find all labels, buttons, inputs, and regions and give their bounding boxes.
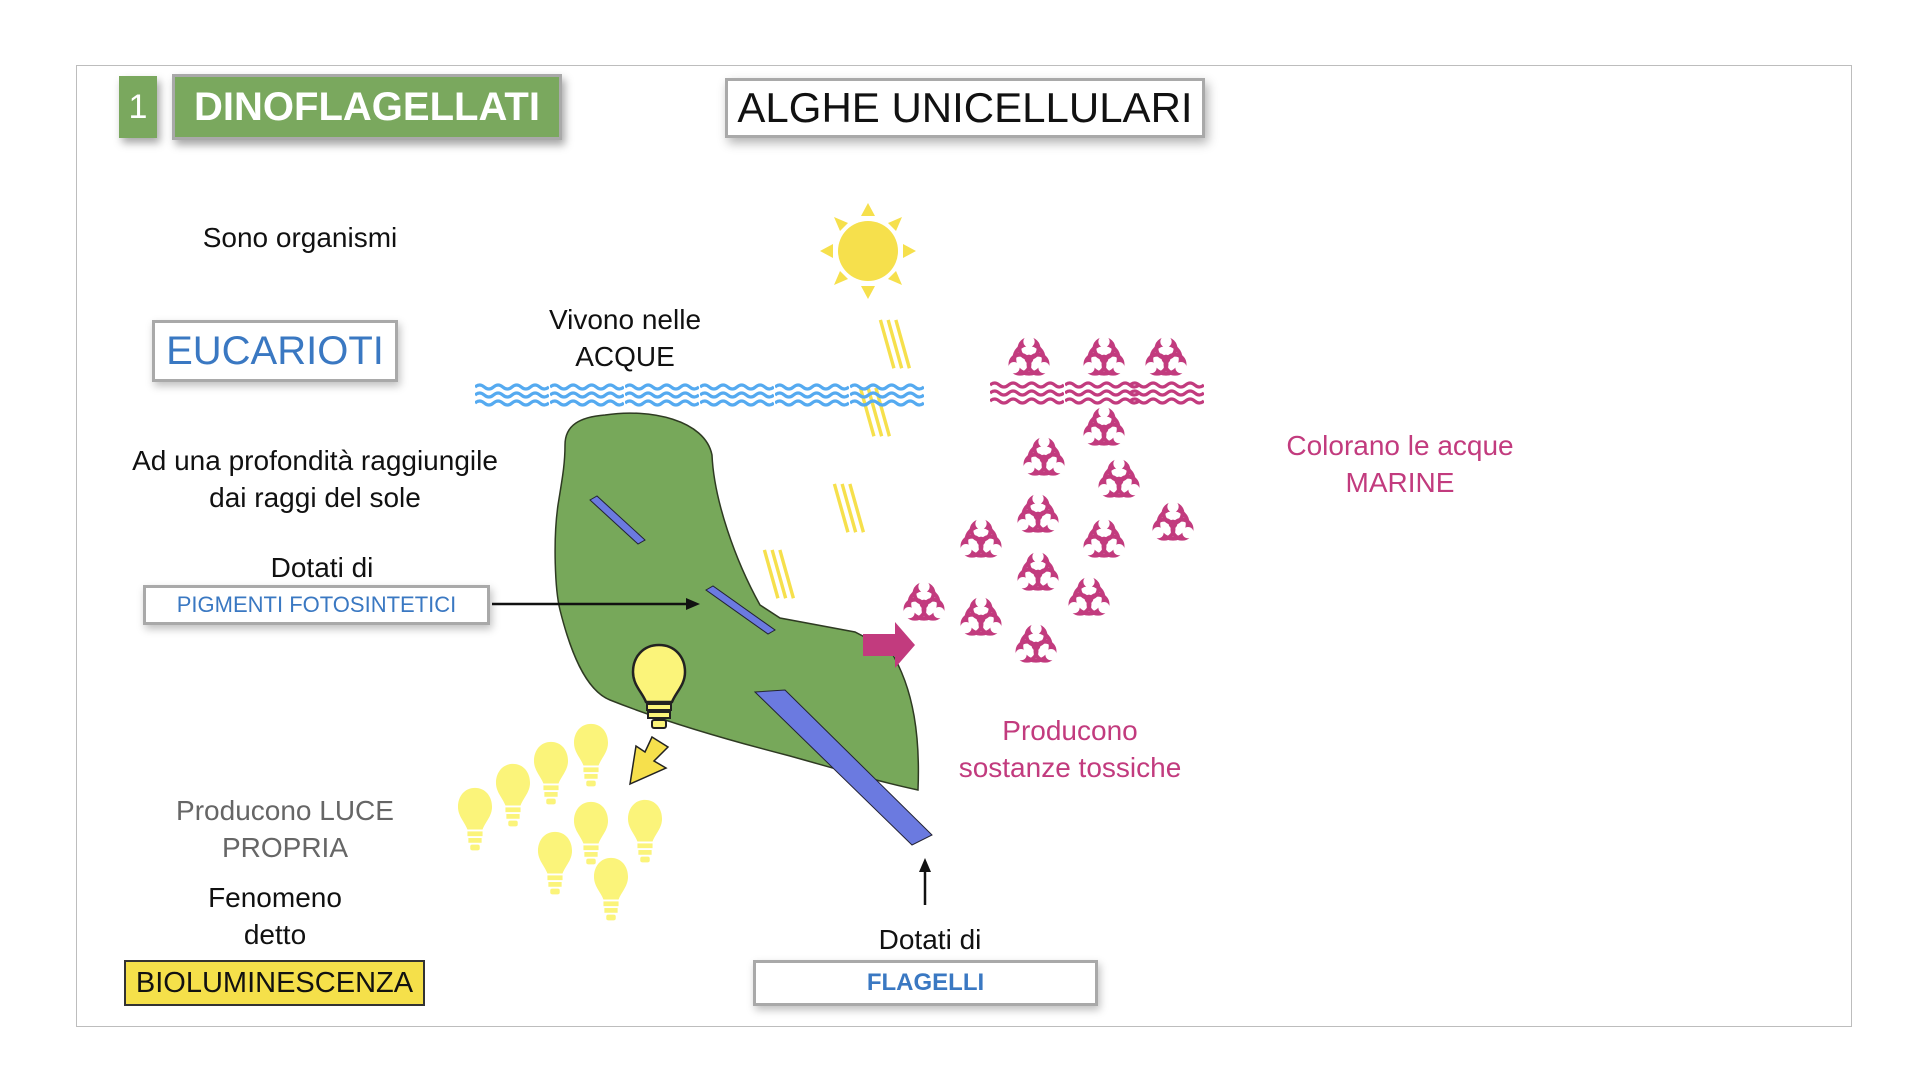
chloroplast-1 [589,495,646,545]
pink-water-waves-icon [990,381,1204,405]
label-colorano-2: MARINE [1345,467,1455,498]
sun-rays [762,318,912,601]
chloroplast-2 [705,585,776,635]
arrow-pigmenti [492,598,700,610]
box-flagelli: FLAGELLI [753,960,1098,1006]
label-detto: detto [243,919,307,950]
sun-icon [820,203,916,299]
label-sono-organismi: Sono organismi [202,222,398,253]
label-profondita-2: dai raggi del sole [209,482,421,513]
label-dotati-pigmenti: Dotati di [270,552,374,583]
flagellum [753,689,933,846]
box-eucarioti: EUCARIOTI [152,320,398,382]
slide-frame [76,65,1852,1027]
arrow-flagelli [919,858,931,905]
arrow-toxins-icon [863,622,915,668]
label-fenomeno: Fenomeno [208,882,342,913]
label-luce-1: Producono LUCE [176,795,394,826]
label-colorano-1: Colorano le acque [1286,430,1514,461]
label-dotati-flagelli: Dotati di [878,924,982,955]
heading-alghe-unicellulari: ALGHE UNICELLULARI [725,78,1205,138]
dinoflagellate-cell [554,412,920,791]
label-producono-tossiche-2: sostanze tossiche [958,752,1182,783]
label-vivono-nelle: Vivono nelle [548,304,702,335]
label-producono-tossiche-1: Producono [1002,715,1138,746]
section-number: 1 [119,76,157,138]
label-profondita-1: Ad una profondità raggiungile [132,445,498,476]
box-bioluminescenza: BIOLUMINESCENZA [124,960,425,1006]
box-pigmenti-fotosintetici: PIGMENTI FOTOSINTETICI [143,585,490,625]
title-dinoflagellati: DINOFLAGELLATI [172,74,562,140]
light-bulb-icon [457,723,663,921]
water-waves-icon [475,383,924,407]
label-acque: ACQUE [575,341,675,372]
light-bulb-icon [631,643,687,729]
arrow-light-icon [629,735,670,786]
label-luce-2: PROPRIA [221,832,349,863]
